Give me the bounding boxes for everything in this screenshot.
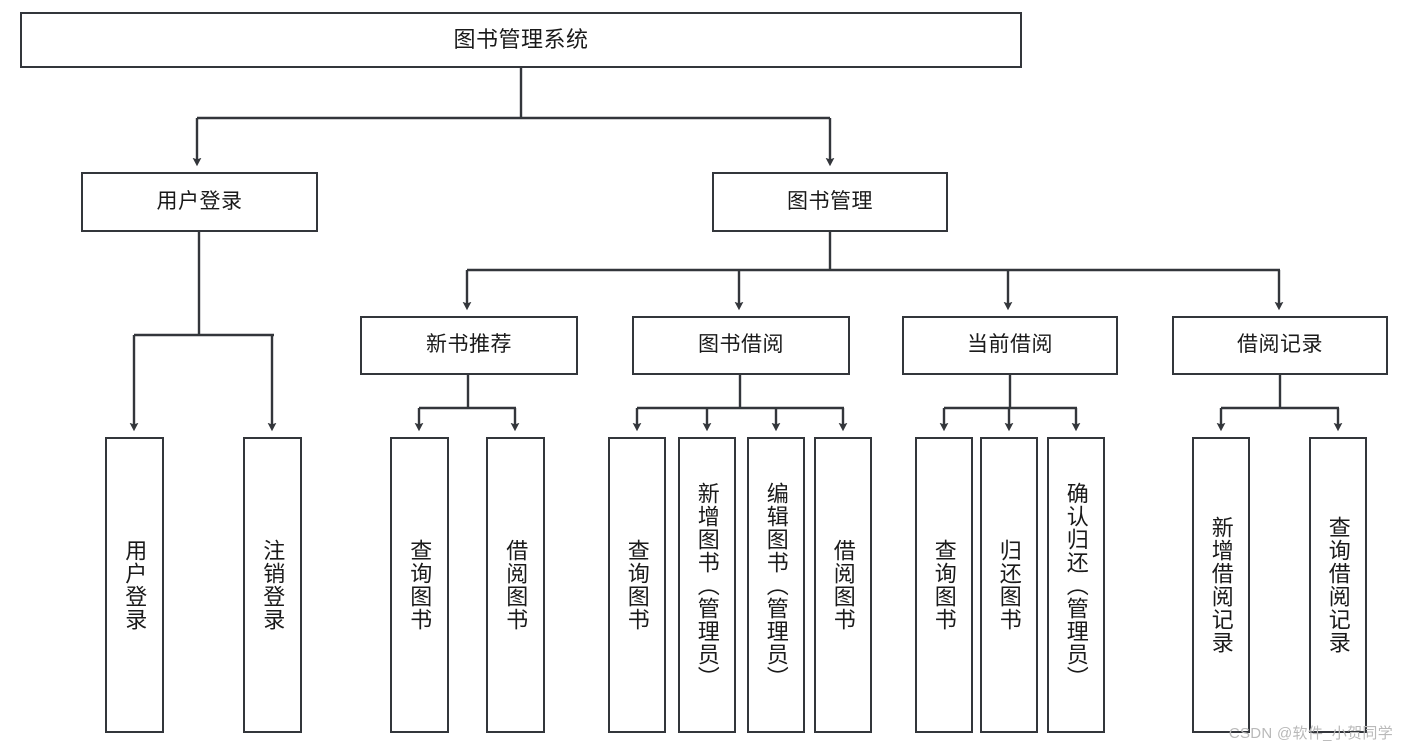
node-label: 注销登录 — [260, 539, 286, 631]
node-label: 归还图书 — [996, 539, 1022, 631]
leaf-borrow-book[interactable]: 借阅图书 — [814, 437, 872, 733]
node-current-borrow[interactable]: 当前借阅 — [902, 316, 1118, 375]
node-label: 用户登录 — [156, 189, 243, 213]
leaf-logout[interactable]: 注销登录 — [243, 437, 302, 733]
node-label: 借阅图书 — [830, 539, 856, 631]
leaf-edit-book-admin[interactable]: 编辑图书（管理员） — [747, 437, 805, 733]
node-label: 图书借阅 — [698, 333, 784, 357]
node-label: 查询借阅记录 — [1325, 516, 1351, 654]
node-label: 新书推荐 — [426, 333, 512, 357]
node-label: 新增借阅记录 — [1208, 516, 1234, 654]
node-label: 查询图书 — [624, 539, 650, 631]
leaf-add-book-admin[interactable]: 新增图书（管理员） — [678, 437, 736, 733]
leaf-query-borrow-record[interactable]: 查询借阅记录 — [1309, 437, 1367, 733]
node-label: 编辑图书（管理员） — [763, 481, 789, 689]
node-label: 查询图书 — [931, 539, 957, 631]
node-label: 新增图书（管理员） — [694, 481, 720, 689]
leaf-return-book[interactable]: 归还图书 — [980, 437, 1038, 733]
node-label: 图书管理系统 — [453, 27, 589, 53]
leaf-query-book-borrow[interactable]: 查询图书 — [608, 437, 666, 733]
node-label: 图书管理 — [787, 189, 873, 213]
node-label: 确认归还（管理员） — [1063, 481, 1089, 689]
leaf-borrow-book-recommend[interactable]: 借阅图书 — [486, 437, 545, 733]
node-new-book-recommend[interactable]: 新书推荐 — [360, 316, 578, 375]
leaf-add-borrow-record[interactable]: 新增借阅记录 — [1192, 437, 1250, 733]
node-label: 用户登录 — [122, 539, 148, 631]
node-borrow-record[interactable]: 借阅记录 — [1172, 316, 1388, 375]
node-root-system[interactable]: 图书管理系统 — [20, 12, 1022, 68]
node-label: 借阅记录 — [1237, 333, 1323, 357]
leaf-query-book-recommend[interactable]: 查询图书 — [390, 437, 449, 733]
node-book-borrow[interactable]: 图书借阅 — [632, 316, 850, 375]
node-label: 查询图书 — [407, 539, 433, 631]
node-book-management[interactable]: 图书管理 — [712, 172, 948, 232]
node-label: 当前借阅 — [967, 333, 1053, 357]
watermark: CSDN @软件_小贺同学 — [1228, 725, 1393, 742]
leaf-confirm-return-admin[interactable]: 确认归还（管理员） — [1047, 437, 1105, 733]
node-label: 借阅图书 — [503, 539, 529, 631]
node-user-login[interactable]: 用户登录 — [81, 172, 318, 232]
leaf-query-book-current[interactable]: 查询图书 — [915, 437, 973, 733]
leaf-user-login[interactable]: 用户登录 — [105, 437, 164, 733]
